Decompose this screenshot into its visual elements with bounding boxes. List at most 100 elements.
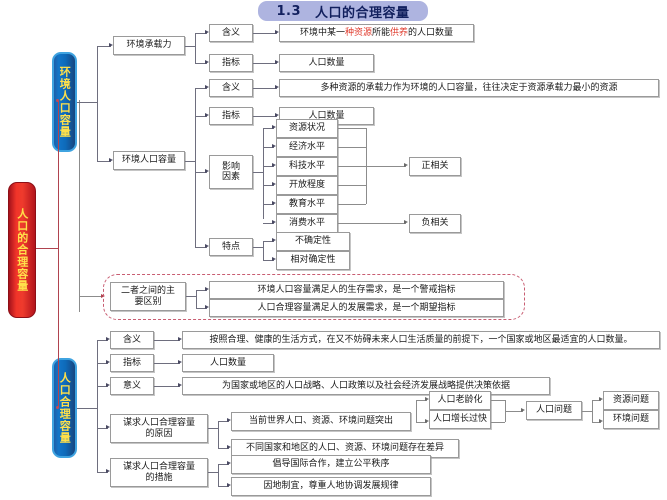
node-factor-education[interactable]: 教育水平 — [276, 195, 338, 214]
node-factor-economy[interactable]: 经济水平 — [276, 138, 338, 157]
node-relative-certainty[interactable]: 相对确定性 — [276, 251, 350, 270]
node-population-problem-label: 人口问题 — [535, 405, 572, 416]
node-factor-openness[interactable]: 开放程度 — [276, 176, 338, 195]
arrow-rati-text — [178, 360, 182, 364]
connector-factor-4 — [263, 204, 274, 205]
node-aging[interactable]: 人口老龄化 — [429, 391, 491, 410]
arrow-epcm-text — [275, 85, 279, 89]
arrow-fastgrowth — [425, 419, 429, 423]
connector-root-up — [58, 101, 59, 248]
node-rat-meaning[interactable]: 含义 — [110, 331, 154, 349]
node-fast-growth[interactable]: 人口增长过快 — [429, 410, 491, 429]
text-rational-meaning: 按照合理、健康的生活方式，在又不妨碍未来人口生活质量的前提下，一个国家或地区最适… — [182, 331, 660, 349]
connector-factor-2 — [263, 166, 274, 167]
page-title: 1.3 人口的合理容量 — [258, 1, 428, 21]
merge-pos-0 — [338, 128, 366, 129]
connector-measure-vert — [218, 464, 219, 486]
node-carrying-capacity[interactable]: 环境承载力 — [113, 36, 185, 55]
connector-root-down — [58, 248, 59, 408]
text-rational-significance: 为国家或地区的人口战略、人口政策以及社会经济发展战略提供决策依据 — [182, 377, 550, 395]
arrow-cc-meaning — [205, 30, 209, 34]
node-cc-indicator[interactable]: 指标 — [209, 54, 253, 72]
node-environment-problem[interactable]: 环境问题 — [603, 410, 659, 429]
node-uncertainty[interactable]: 不确定性 — [276, 232, 350, 251]
connector-pp-split — [582, 411, 592, 412]
node-epc-features[interactable]: 特点 — [209, 238, 253, 256]
connector-factors-out — [253, 172, 263, 173]
node-env-population-capacity[interactable]: 环境人口容量 — [113, 151, 185, 170]
node-measure-label-1: 谋求人口合理容量 — [122, 462, 195, 473]
carry-meaning-pre: 环境中某一 — [299, 27, 345, 38]
text-reason-1: 当前世界人口、资源、环境问题突出 — [231, 412, 411, 431]
node-factor-consumption[interactable]: 消费水平 — [276, 214, 338, 233]
connector-factor-0 — [263, 128, 274, 129]
node-reason-label-2: 的原因 — [145, 428, 173, 439]
arrow-environment-problem — [599, 419, 603, 423]
connector-feat-1 — [263, 260, 274, 261]
node-population-problem[interactable]: 人口问题 — [526, 401, 582, 420]
arrow-factor-5 — [272, 220, 276, 224]
branch-rational-capacity[interactable]: 人口合理容量 — [52, 358, 77, 458]
connector-feat-vert — [263, 241, 264, 260]
rational-indicator-value: 人口数量 — [209, 357, 246, 368]
connector-pos-out — [366, 166, 406, 167]
arrow-envpop — [109, 158, 113, 162]
arrow-ratm-text — [178, 337, 182, 341]
connector-pp-split-vert — [592, 400, 593, 422]
node-reason[interactable]: 谋求人口合理容量 的原因 — [110, 414, 208, 443]
node-epc-meaning[interactable]: 含义 — [209, 79, 253, 97]
carry-meaning-red1: 种资源 — [344, 27, 372, 38]
connector-epc-meaning — [195, 88, 207, 89]
arrow-positive — [404, 163, 408, 167]
merge-pos-3 — [338, 185, 366, 186]
arrow-resource-problem — [599, 397, 603, 401]
node-epc-factors-label-1: 影响 — [221, 161, 240, 172]
connector-feat-out — [253, 247, 263, 248]
arrow-rats-text — [178, 383, 182, 387]
arrow-cc-indicator — [205, 60, 209, 64]
arrow-diff-0 — [205, 287, 209, 291]
node-factor-resource[interactable]: 资源状况 — [276, 119, 338, 138]
node-epc-factors[interactable]: 影响 因素 — [209, 155, 253, 189]
difference-line1-value: 环境人口容量满足人的生存需求，是一个警戒指标 — [257, 284, 456, 295]
connector-factor-3 — [263, 185, 274, 186]
arrow-feat-1 — [272, 257, 276, 261]
connector-epcm-text — [253, 88, 277, 89]
connector-rats-text — [154, 386, 180, 387]
root-node[interactable]: 人口的合理容量 — [8, 182, 36, 318]
node-factor-consumption-label: 消费水平 — [288, 218, 325, 229]
connector-epc-indicator — [195, 116, 207, 117]
arrow-rat-significance — [106, 383, 110, 387]
node-negative-correlation[interactable]: 负相关 — [409, 214, 461, 233]
node-factor-technology[interactable]: 科技水平 — [276, 157, 338, 176]
measure-2-value: 因地制宜，尊重人地协调发展规律 — [263, 481, 399, 492]
node-main-difference[interactable]: 二者之间的主 要区别 — [110, 282, 186, 311]
connector-cc-indicator — [195, 63, 207, 64]
node-rat-indicator[interactable]: 指标 — [110, 354, 154, 372]
node-positive-correlation[interactable]: 正相关 — [409, 157, 461, 176]
text-env-meaning: 多种资源的承载力作为环境的人口容量，往往决定于资源承载力最小的资源 — [279, 79, 659, 97]
node-epc-indicator[interactable]: 指标 — [209, 107, 253, 125]
node-cc-meaning[interactable]: 含义 — [209, 24, 253, 42]
arrow-epc-indicator — [205, 113, 209, 117]
node-carrying-capacity-label: 环境承载力 — [126, 40, 172, 51]
node-positive-correlation-label: 正相关 — [421, 161, 449, 172]
arrow-ccm-text — [275, 30, 279, 34]
arrow-factor-4 — [272, 201, 276, 205]
reason-1-value: 当前世界人口、资源、环境问题突出 — [248, 416, 393, 427]
connector-rat-indicator — [97, 363, 108, 364]
node-resource-problem[interactable]: 资源问题 — [603, 391, 659, 410]
node-env-population-capacity-label: 环境人口容量 — [121, 155, 176, 166]
arrow-carrying — [109, 43, 113, 47]
connector-cc-out — [185, 46, 195, 47]
branch-env-capacity[interactable]: 环境人口容量 — [52, 52, 77, 152]
arrow-rat-meaning — [106, 337, 110, 341]
node-measure[interactable]: 谋求人口合理容量 的措施 — [110, 458, 208, 487]
connector-diff-out — [186, 296, 196, 297]
node-rat-significance[interactable]: 意义 — [110, 377, 154, 395]
arrow-epc-factors — [205, 169, 209, 173]
connector-rat-meaning — [97, 340, 108, 341]
connector-cc-vert — [195, 33, 196, 63]
node-epc-factors-label-2: 因素 — [221, 172, 240, 182]
node-resource-problem-label: 资源问题 — [612, 395, 649, 406]
